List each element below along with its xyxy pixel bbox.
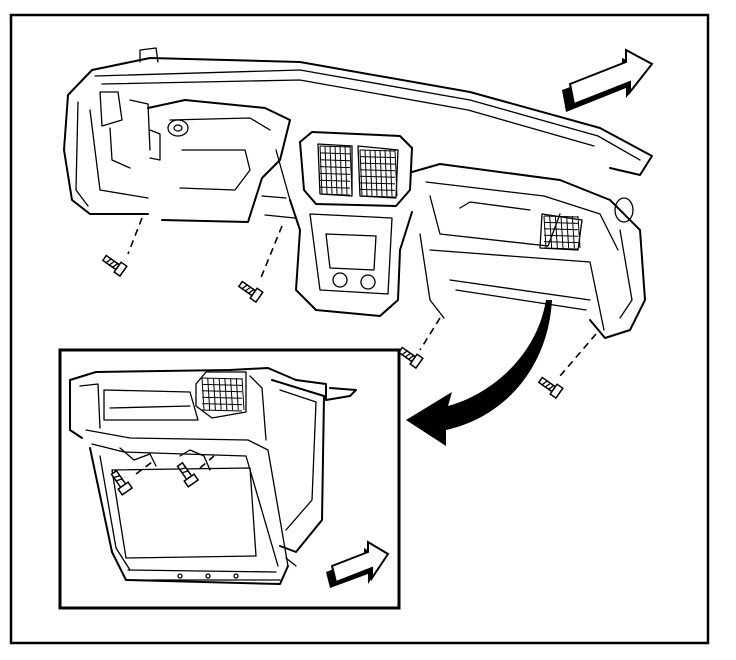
grille-slat: [543, 247, 579, 250]
grille-slat: [201, 377, 243, 380]
grille-slat: [543, 215, 579, 218]
grille-slat: [359, 182, 396, 185]
fastener-guide-line: [135, 461, 153, 475]
block-arrow-icon: [562, 48, 654, 112]
grille-slat: [218, 377, 222, 411]
inset-vent-grille: [201, 377, 245, 412]
grille-slat: [241, 377, 245, 411]
grille-slat: [201, 403, 243, 406]
grille-slat: [359, 162, 396, 165]
grille-slat: [359, 169, 396, 172]
grille-slat: [319, 152, 351, 155]
grille-slat: [319, 166, 351, 169]
bolt-icon: [537, 376, 564, 400]
grille-slat: [207, 377, 211, 411]
grille-slat: [319, 159, 351, 162]
grille-slat: [329, 145, 333, 195]
grille-slat: [201, 396, 243, 399]
grille-slat: [324, 145, 328, 195]
passenger-vent-grille: [543, 215, 581, 250]
grille-slat: [560, 215, 564, 249]
grille-slat: [334, 145, 338, 195]
grille-slat: [543, 234, 579, 237]
grille-slat: [201, 383, 243, 386]
grille-slat: [319, 193, 351, 196]
grille-slat: [319, 186, 351, 189]
grille-slat: [374, 149, 378, 197]
fastener-guide-line: [419, 317, 441, 351]
grille-slat: [349, 145, 353, 195]
grille-slat: [543, 221, 579, 224]
curved-arrow-icon: [406, 300, 552, 446]
grille-slat: [394, 149, 398, 197]
grille-slat: [359, 175, 396, 178]
fastener-guide-line: [259, 225, 283, 281]
grille-slat: [379, 149, 383, 197]
fastener-guide-line: [199, 455, 215, 469]
grille-slat: [359, 149, 396, 152]
grille-slat: [319, 145, 351, 148]
grille-slat: [364, 149, 368, 197]
grille-slat: [201, 390, 243, 393]
grille-slat: [543, 228, 579, 231]
center-vent-grille-right: [359, 149, 398, 198]
bolt-icon: [237, 280, 264, 304]
grille-slat: [319, 172, 351, 175]
grille-slat: [543, 241, 579, 244]
grille-slat: [369, 149, 373, 197]
bolt-icon: [397, 346, 424, 370]
grille-slat: [201, 377, 205, 411]
grille-slat: [577, 215, 581, 249]
bolt-icon: [110, 469, 134, 496]
fastener-guide-line: [559, 333, 597, 377]
grille-slat: [359, 195, 396, 198]
grille-slat: [319, 179, 351, 182]
grille-slat: [549, 215, 553, 249]
grille-slat: [359, 188, 396, 191]
grille-slat: [543, 215, 547, 249]
bolt-icon: [176, 461, 200, 488]
fastener-guide-line: [127, 217, 143, 255]
instrument-panel: [63, 47, 653, 339]
inset-vent-housing: [195, 371, 247, 419]
grille-slat: [319, 145, 323, 195]
grille-slat: [359, 156, 396, 159]
grille-slat: [201, 409, 243, 412]
grille-slat: [554, 215, 558, 249]
glove-box-detail: [69, 367, 357, 585]
grille-slat: [212, 377, 216, 411]
bolt-icon: [101, 254, 128, 278]
grille-slat: [359, 149, 363, 197]
block-arrow-icon: [326, 540, 390, 588]
center-vent-grille-left: [319, 145, 353, 196]
